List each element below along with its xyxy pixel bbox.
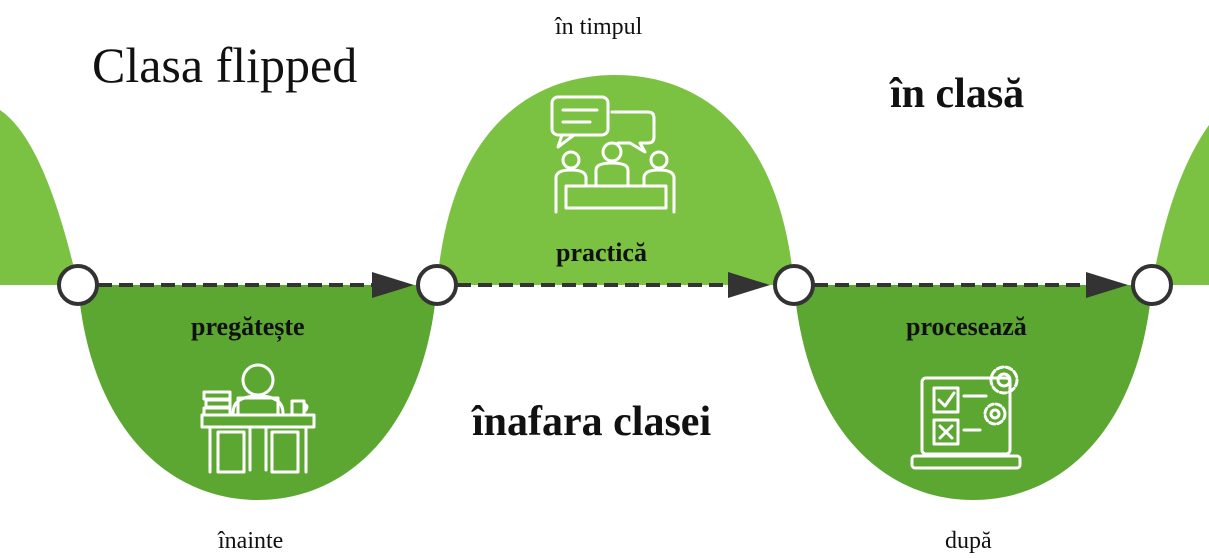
- zone-label-outside-class: înafara clasei: [472, 399, 712, 445]
- arrowhead-3: [1086, 272, 1128, 298]
- during-upper-lobe: [437, 75, 794, 285]
- phase-time-before: înainte: [218, 528, 284, 554]
- diagram-title: Clasa flipped: [92, 37, 358, 93]
- arrowhead-1: [372, 272, 414, 298]
- phase-time-during: în timpul: [555, 14, 643, 40]
- timeline-node-2: [416, 264, 458, 306]
- left-edge-upper-lobe: [0, 110, 78, 285]
- phase-action-before: pregătește: [191, 312, 305, 341]
- phase-action-after: procesează: [906, 312, 1027, 341]
- group-discussion-icon: [550, 95, 676, 214]
- before-lower-lobe: [78, 285, 437, 500]
- timeline-node-4: [1131, 264, 1173, 306]
- zone-label-in-class: în clasă: [890, 71, 1025, 117]
- phase-time-after: după: [945, 528, 992, 554]
- arrowhead-2: [728, 272, 770, 298]
- right-edge-upper-lobe: [1152, 125, 1209, 285]
- phase-action-during: practică: [556, 238, 647, 267]
- checklist-gears-icon: [910, 365, 1022, 470]
- student-at-desk-icon: [200, 363, 316, 474]
- timeline-node-1: [57, 264, 99, 306]
- after-lower-lobe: [794, 285, 1152, 500]
- timeline-node-3: [773, 264, 815, 306]
